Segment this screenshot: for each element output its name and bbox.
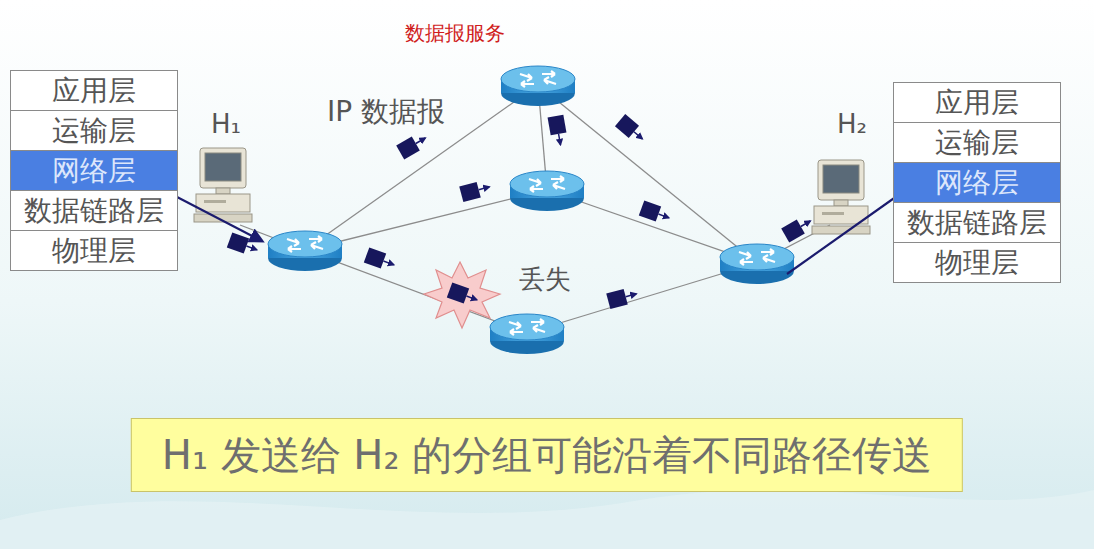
layer-box: 网络层	[893, 162, 1061, 203]
note-label: IP 数据报	[327, 98, 445, 126]
packets	[227, 114, 815, 309]
loss-burst	[424, 262, 500, 328]
layer-name: 网络层	[52, 157, 136, 185]
host-name: H₂	[837, 111, 867, 137]
layer-name: 网络层	[935, 169, 1019, 197]
caption: H₁ 发送给 H₂ 的分组可能沿着不同路径传送	[162, 432, 932, 478]
layer-name: 运输层	[52, 117, 136, 145]
layer-name: 应用层	[52, 77, 136, 105]
layer-name: 物理层	[52, 237, 136, 265]
router	[268, 231, 342, 271]
background-wave	[0, 490, 1094, 549]
title: 数据报服务	[405, 23, 505, 43]
host-name: H₁	[211, 111, 241, 137]
layer-box: 物理层	[893, 242, 1061, 283]
layer-box: 运输层	[10, 110, 178, 151]
network-links	[240, 85, 830, 333]
layer-box: 应用层	[893, 82, 1061, 123]
router	[720, 244, 794, 284]
layer-name: 数据链路层	[907, 209, 1047, 237]
layer-box: 应用层	[10, 70, 178, 111]
host-computer	[812, 160, 870, 234]
layer-name: 数据链路层	[24, 197, 164, 225]
layer-box: 数据链路层	[893, 202, 1061, 243]
layer-name: 运输层	[935, 129, 1019, 157]
layer-box: 数据链路层	[10, 190, 178, 231]
layer-box: 网络层	[10, 150, 178, 191]
layer-name: 应用层	[935, 89, 1019, 117]
layer-box: 物理层	[10, 230, 178, 271]
router	[510, 171, 584, 211]
router	[501, 66, 575, 106]
router	[490, 314, 564, 354]
note-label: 丢失	[519, 266, 571, 292]
layer-name: 物理层	[935, 249, 1019, 277]
layer-box: 运输层	[893, 122, 1061, 163]
caption-box: H₁ 发送给 H₂ 的分组可能沿着不同路径传送	[131, 418, 963, 492]
